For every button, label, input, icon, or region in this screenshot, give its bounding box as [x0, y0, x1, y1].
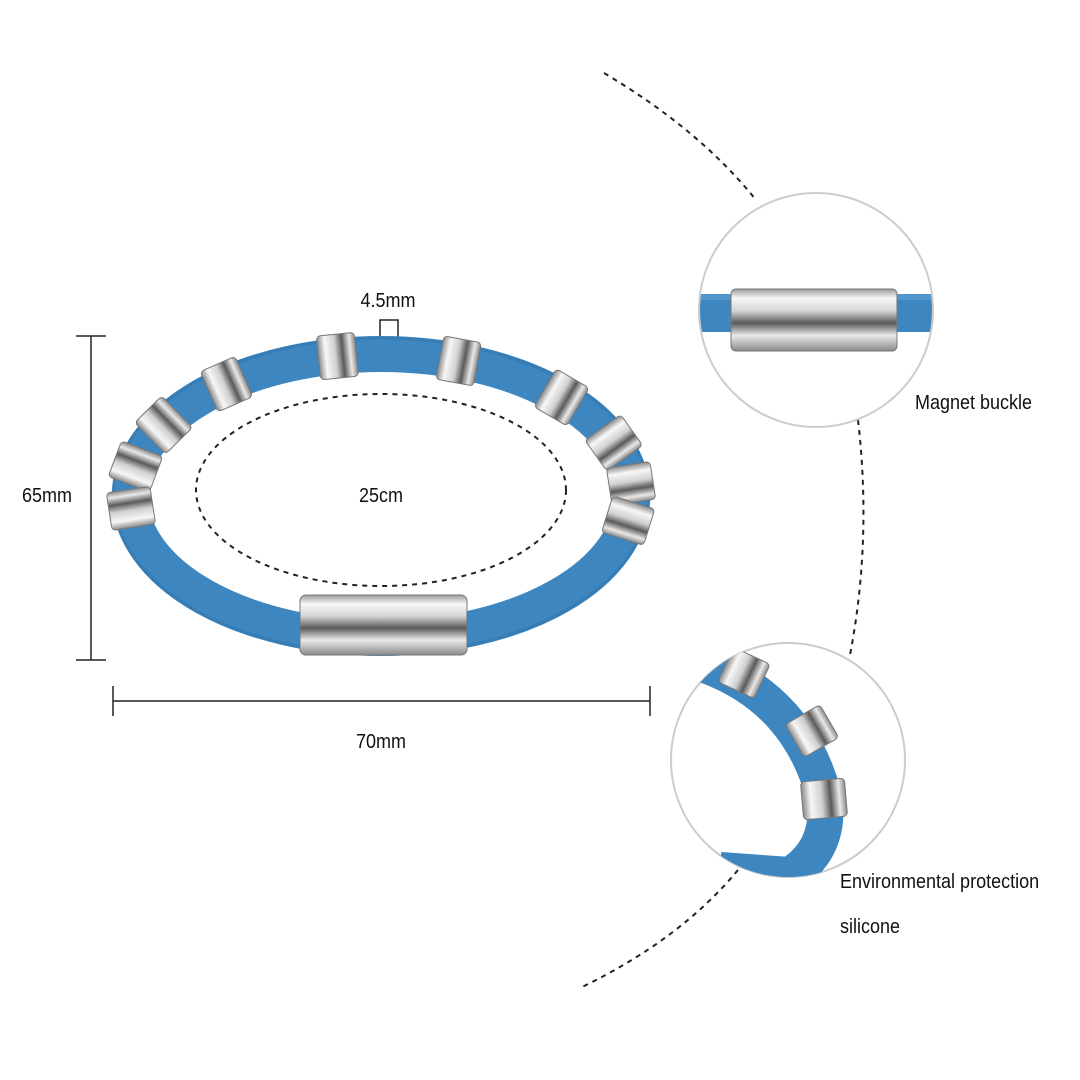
metal-spacer-bead [535, 369, 589, 425]
magnet-buckle-label: Magnet buckle [915, 392, 1033, 414]
metal-spacer-bead [436, 336, 482, 386]
callout-dashed-arc-mid [849, 419, 865, 656]
width-dimension-line [112, 686, 651, 716]
magnet-buckle-callout [698, 192, 934, 428]
height-label: 65mm [22, 485, 73, 507]
inner-circumference-outline [195, 393, 567, 587]
metal-spacer-bead [602, 496, 655, 545]
width-label: 70mm [355, 731, 407, 753]
metal-spacer-bead [135, 397, 192, 453]
band-width-bracket [379, 319, 399, 340]
material-label-line2: silicone [840, 916, 901, 938]
magnet-buckle-closeup [730, 288, 898, 352]
callout-dashed-arc-bottom [579, 869, 739, 989]
material-label-line1: Environmental protection [840, 871, 1040, 893]
metal-spacer-bead [200, 357, 252, 412]
callout-dashed-arc [603, 72, 757, 201]
height-dimension-line [76, 335, 106, 661]
metal-spacer-bead [316, 332, 359, 381]
bracelet [106, 332, 656, 656]
bracelet-clasp [299, 594, 468, 656]
silicone-callout [670, 642, 906, 878]
metal-spacer-bead [106, 486, 156, 531]
metal-spacer-bead [585, 415, 642, 470]
bracelet-beads [106, 332, 656, 545]
inner-circumference-label: 25cm [358, 485, 404, 507]
metal-spacer-bead [108, 441, 163, 492]
band-width-label: 4.5mm [360, 290, 416, 312]
